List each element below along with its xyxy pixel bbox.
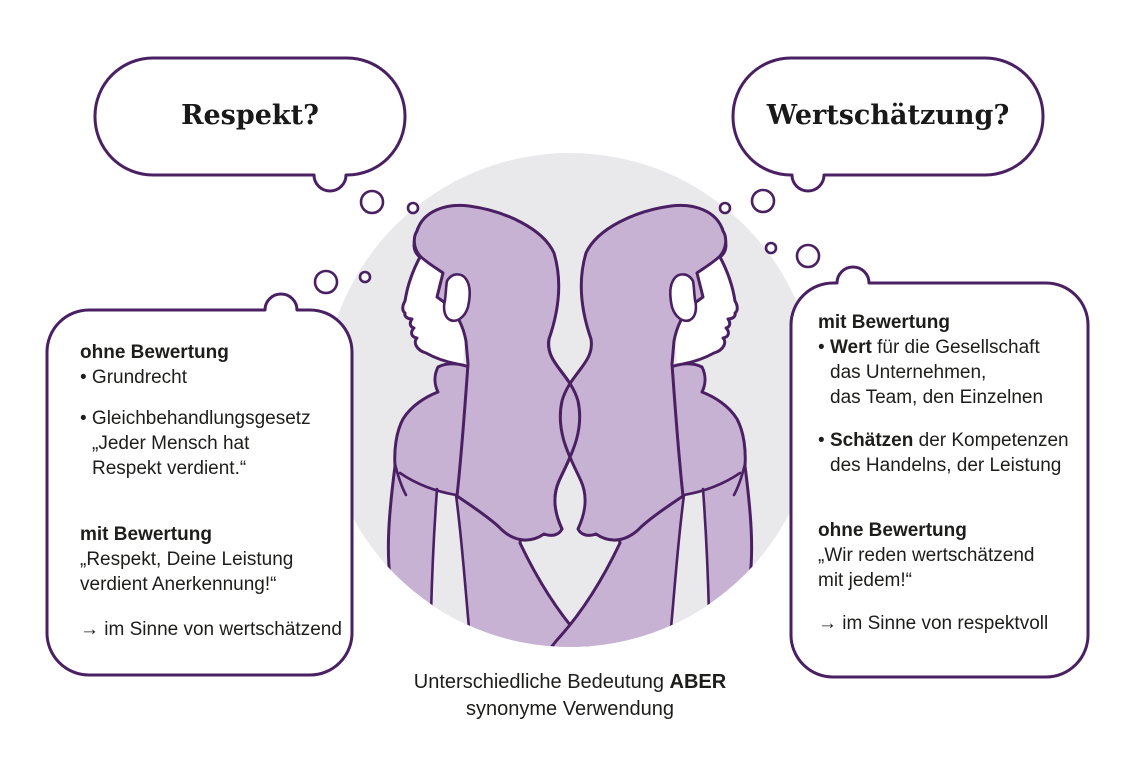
box-right-quote-line1: „Wir reden wertschätzend xyxy=(818,545,1035,566)
figure-left-sleeve-line xyxy=(393,462,408,497)
thought-dot xyxy=(358,270,372,284)
thought-dot xyxy=(313,269,339,295)
caption-line1-bold: ABER xyxy=(669,671,727,693)
bubble-right-title: Wertschätzung? xyxy=(766,100,1010,131)
thought-bubble-right xyxy=(731,56,1045,193)
box-left-conclusion: → im Sinne von wertschätzend xyxy=(80,617,355,642)
box-left-quote-line2: verdient Anerkennung!“ xyxy=(80,574,277,595)
box-left-group-ohne-bewertung: ohne Bewertung • Grundrecht xyxy=(80,340,345,390)
figure-right-torso-line xyxy=(669,493,686,630)
box-right-group-schaetzen: • Schätzen der Kompetenzen des Handelns,… xyxy=(818,428,1078,478)
figures-group xyxy=(386,203,754,647)
bullet1-rest: für die Gesellschaft xyxy=(871,337,1040,358)
thought-dot xyxy=(764,241,778,255)
box-left-group-gesetz: • Gleichbehandlungsgesetz „Jeder Mensch … xyxy=(80,406,345,481)
hair-crossing-line xyxy=(547,337,582,531)
box-right-group-ohne-bewertung: ohne Bewertung „Wir reden wertschätzend … xyxy=(818,518,1078,593)
thought-dot xyxy=(359,189,385,215)
thought-dot xyxy=(750,188,776,214)
caption: Unterschiedliche Bedeutung ABER synonyme… xyxy=(370,669,770,723)
bullet-marker: • xyxy=(818,430,830,451)
bullet2-bold-word: Schätzen xyxy=(829,430,914,451)
box-right-bullet1-line3: das Team, den Einzelnen xyxy=(830,387,1044,408)
box-left-group-mit-bewertung: mit Bewertung „Respekt, Deine Leistung v… xyxy=(80,522,345,597)
caption-line1: Unterschiedliche Bedeutung ABER xyxy=(370,669,770,696)
box-right-bullet1: • Wert für die Gesellschaft xyxy=(818,335,1078,360)
figure-right-ear xyxy=(669,273,698,323)
figure-left xyxy=(386,203,597,647)
box-right-bullet1-line2: das Unternehmen, xyxy=(830,362,987,383)
box-right-quote-line2: mit jedem!“ xyxy=(818,570,912,591)
caption-line2: synonyme Verwendung xyxy=(466,698,674,720)
figure-left-arm-gap xyxy=(431,489,469,628)
figure-left-ear xyxy=(442,273,471,323)
box-right-heading-bottom: ohne Bewertung xyxy=(818,520,967,541)
figure-left-armpit-line xyxy=(398,471,458,497)
thought-dot xyxy=(406,201,420,215)
figure-right-arm-inner-line xyxy=(701,487,711,616)
thought-dot xyxy=(795,243,821,269)
box-left-bullet1: • Grundrecht xyxy=(80,367,187,388)
box-right-conclusion-line: → im Sinne von respektvoll xyxy=(818,613,1049,634)
caption-line1-regular: Unterschiedliche Bedeutung xyxy=(413,671,670,693)
info-box-right xyxy=(789,265,1090,679)
figure-right-arm-gap xyxy=(671,489,709,628)
box-left-bullet2-line2: „Jeder Mensch hat xyxy=(92,433,250,454)
figure-right-armpit-line xyxy=(682,471,742,497)
thought-trail-dots xyxy=(313,188,821,295)
bubble-left-title: Respekt? xyxy=(181,100,319,131)
info-box-left xyxy=(45,292,354,677)
bullet2-rest: der Kompetenzen xyxy=(913,430,1069,451)
box-right-heading-top: mit Bewertung xyxy=(818,312,950,333)
figure-left-arm-inner-line xyxy=(429,487,439,616)
box-right-bullet2: • Schätzen der Kompetenzen xyxy=(818,428,1078,453)
figure-right-sleeve-line xyxy=(732,462,747,497)
box-right-conclusion: → im Sinne von respektvoll xyxy=(818,611,1078,636)
bullet-marker: • xyxy=(818,337,830,358)
thought-dot xyxy=(718,201,732,215)
figure-left-profile-line xyxy=(401,226,464,370)
box-left-bullet2-line3: Respekt verdient.“ xyxy=(92,458,247,479)
box-left-bullet2: • Gleichbehandlungsgesetz xyxy=(80,408,311,429)
bullet1-bold-word: Wert xyxy=(829,337,872,358)
box-left-quote-line1: „Respekt, Deine Leistung xyxy=(80,549,294,570)
figure-right xyxy=(543,203,754,647)
figure-left-torso-line xyxy=(454,493,471,630)
thought-bubble-left xyxy=(93,56,407,193)
box-right-bullet2-line2: des Handelns, der Leistung xyxy=(830,455,1062,476)
box-left-conclusion-line: → im Sinne von wertschätzend xyxy=(80,619,342,640)
box-left-heading-top: ohne Bewertung xyxy=(80,342,229,363)
box-left-heading-bottom: mit Bewertung xyxy=(80,524,212,545)
box-right-group-mit-bewertung: mit Bewertung • Wert für die Gesellschaf… xyxy=(818,310,1078,410)
figure-right-profile-line xyxy=(676,226,739,370)
